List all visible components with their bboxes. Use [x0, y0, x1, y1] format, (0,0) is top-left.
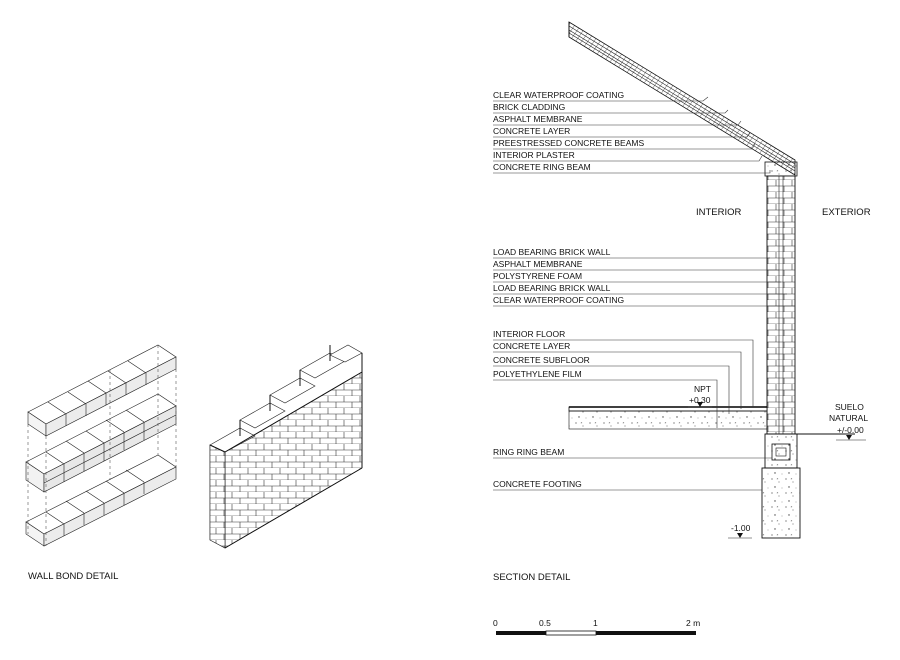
foundation-leaders: [493, 457, 772, 491]
roof-label-texts: CLEAR WATERPROOF COATING BRICK CLADDING …: [493, 90, 644, 172]
npt-value: +0.30: [689, 395, 711, 405]
concrete-footing: [761, 467, 801, 539]
scale-label: 1: [593, 618, 598, 628]
wall-label-texts: LOAD BEARING BRICK WALL ASPHALT MEMBRANE…: [493, 247, 624, 305]
floor-label-texts: INTERIOR FLOOR CONCRETE LAYER CONCRETE S…: [493, 329, 590, 379]
roof-label: BRICK CLADDING: [493, 102, 565, 112]
scale-bar-labels: 0 0.5 1 2 m: [493, 618, 700, 628]
roof-label: CONCRETE LAYER: [493, 126, 570, 136]
wall-label: CLEAR WATERPROOF COATING: [493, 295, 624, 305]
roof-label: ASPHALT MEMBRANE: [493, 114, 583, 124]
scale-label: 0.5: [539, 618, 551, 628]
foundation-label: RING RING BEAM: [493, 447, 564, 457]
wall-bond-detail: [25, 344, 363, 549]
caption-texts: WALL BOND DETAIL SECTION DETAIL: [28, 571, 570, 583]
roof-label: CONCRETE RING BEAM: [493, 162, 591, 172]
section-detail: [493, 21, 866, 636]
ground-name: NATURAL: [829, 413, 868, 423]
roof-label: PREESTRESSED CONCRETE BEAMS: [493, 138, 644, 148]
wall-label: LOAD BEARING BRICK WALL: [493, 283, 611, 293]
roof-leaders: [493, 96, 771, 174]
wall-bond-caption: WALL BOND DETAIL: [28, 571, 118, 582]
wall-label: ASPHALT MEMBRANE: [493, 259, 583, 269]
level-markers: [688, 402, 866, 539]
foundation-label-texts: RING RING BEAM CONCRETE FOOTING: [493, 447, 582, 489]
level-texts: NPT +0.30 SUELO NATURAL +/-0.00 -1.00: [689, 384, 868, 533]
floor-leaders: [493, 339, 754, 428]
exploded-brick-courses: [25, 344, 177, 547]
scale-bar: [496, 630, 696, 636]
scale-label: 2 m: [686, 618, 700, 628]
ground-name: SUELO: [835, 402, 864, 412]
wall-leaders: [493, 257, 795, 307]
footing-value: -1.00: [731, 523, 751, 533]
interior-label: INTERIOR: [696, 207, 742, 218]
wall-label: POLYSTYRENE FOAM: [493, 271, 582, 281]
floor-label: CONCRETE LAYER: [493, 341, 570, 351]
roof-label: INTERIOR PLASTER: [493, 150, 575, 160]
roof-label: CLEAR WATERPROOF COATING: [493, 90, 624, 100]
brick-course-bottom: [25, 454, 177, 547]
floor-slab: [568, 406, 768, 430]
floor-label: INTERIOR FLOOR: [493, 329, 565, 339]
assembled-brick-wall: [209, 344, 363, 549]
space-labels: INTERIOR EXTERIOR: [696, 207, 871, 218]
concrete-ring-beam: [764, 161, 798, 177]
wall-label: LOAD BEARING BRICK WALL: [493, 247, 611, 257]
floor-label: POLYETHYLENE FILM: [493, 369, 582, 379]
brick-wall-section: [766, 175, 796, 435]
foundation-label: CONCRETE FOOTING: [493, 479, 582, 489]
foundation-ring-beam: [764, 433, 798, 469]
scale-label: 0: [493, 618, 498, 628]
npt-name: NPT: [694, 384, 711, 394]
floor-label: CONCRETE SUBFLOOR: [493, 355, 590, 365]
ground-value: +/-0.00: [837, 425, 864, 435]
exterior-label: EXTERIOR: [822, 207, 871, 218]
section-caption: SECTION DETAIL: [493, 572, 570, 583]
